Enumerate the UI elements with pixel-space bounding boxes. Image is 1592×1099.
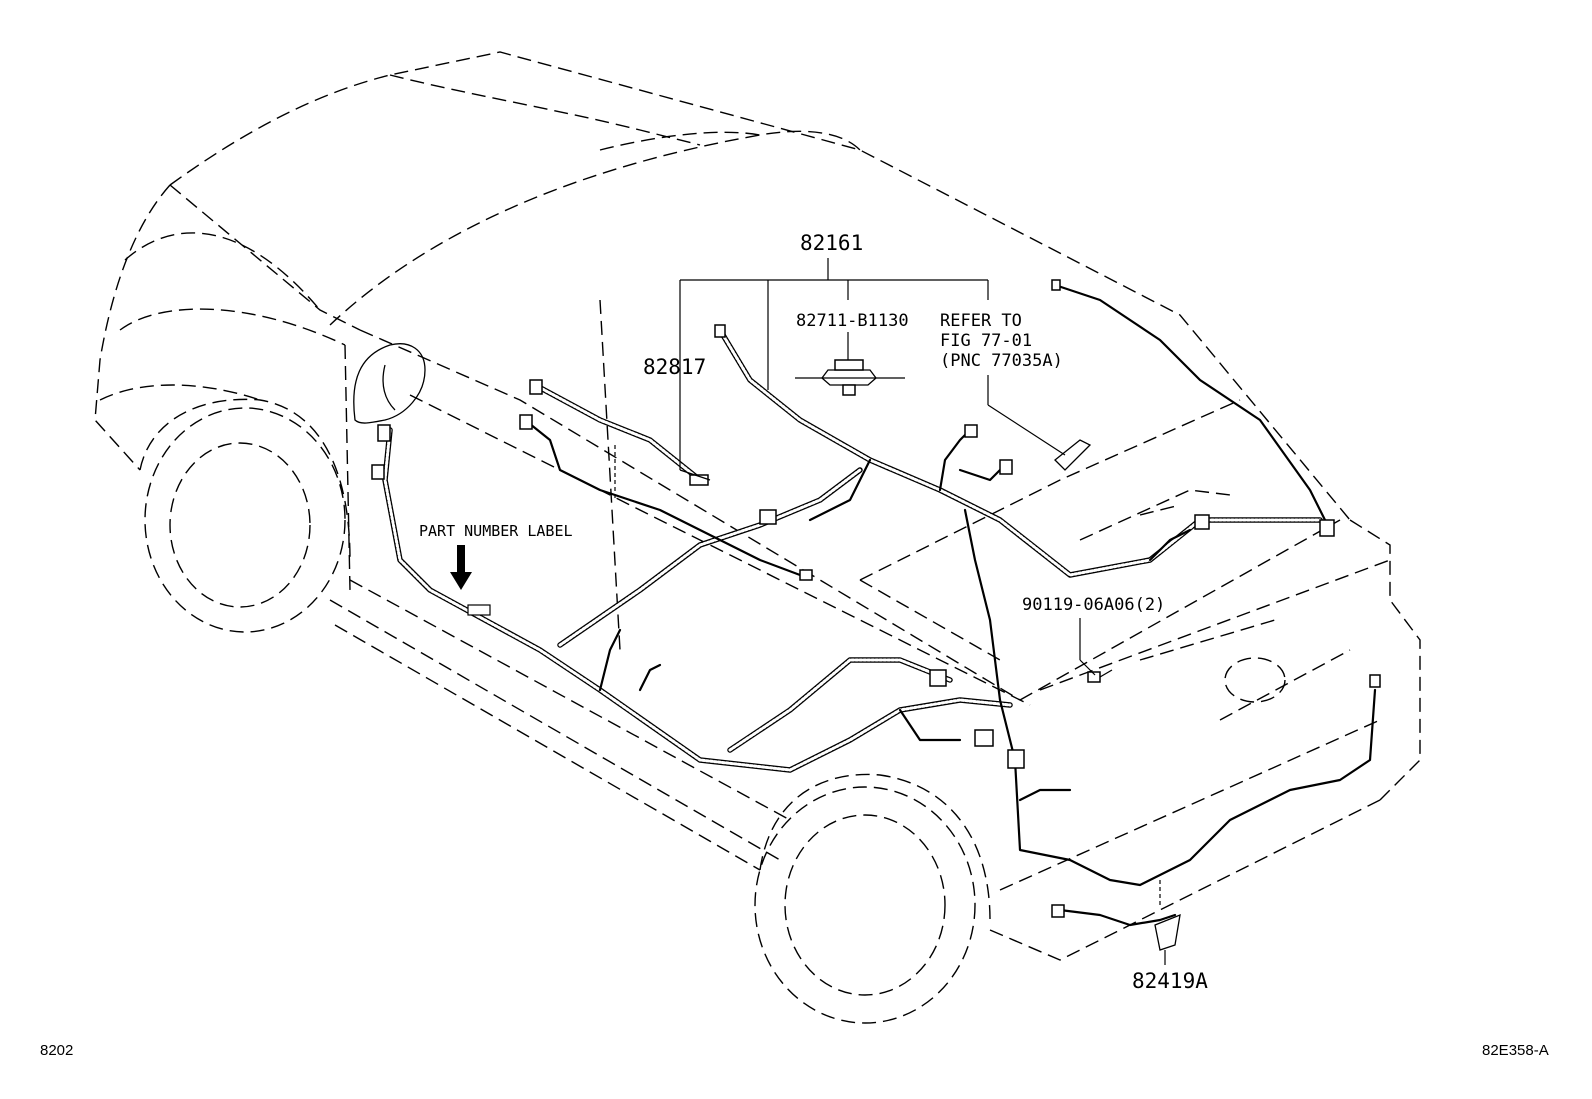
connector <box>714 324 726 338</box>
module-77035a-icon <box>1054 439 1092 471</box>
connector <box>1194 514 1210 530</box>
wire-harness-82161 <box>371 279 1381 951</box>
down-arrow-icon <box>450 545 472 590</box>
bolt-icon <box>1087 669 1113 683</box>
label-82419a: 82419A <box>1132 969 1208 993</box>
connector <box>974 729 994 747</box>
leader-lines <box>614 258 1166 965</box>
connector <box>999 459 1013 475</box>
figure-number: 8202 <box>40 1042 73 1059</box>
sensor-82711-b1130-icon <box>795 359 905 396</box>
connector <box>964 424 978 438</box>
connector <box>929 669 947 687</box>
connector <box>377 424 391 442</box>
label-82817: 82817 <box>643 355 706 379</box>
vehicle-body-outline <box>94 51 1421 1024</box>
connector <box>1007 749 1025 769</box>
label-fig-77-01: FIG 77-01 <box>940 331 1032 351</box>
label-pnc-77035a: (PNC 77035A) <box>940 351 1063 371</box>
connector <box>371 464 385 480</box>
connector <box>1319 519 1335 537</box>
connector <box>1051 904 1065 918</box>
label-patch <box>467 604 491 616</box>
connector <box>529 379 543 395</box>
label-refer-to: REFER TO <box>940 311 1022 331</box>
label-82711-b1130: 82711-B1130 <box>796 311 909 331</box>
connector <box>799 569 813 581</box>
illustration-code: 82E358-A <box>1482 1042 1549 1059</box>
connector <box>519 414 533 430</box>
connector <box>1051 279 1061 291</box>
label-82161: 82161 <box>800 231 863 255</box>
label-part-number-label: PART NUMBER LABEL <box>419 522 573 540</box>
connector <box>689 474 709 486</box>
connector <box>759 509 777 525</box>
label-90119-06a06: 90119-06A06(2) <box>1022 595 1165 615</box>
connector <box>1369 674 1381 688</box>
